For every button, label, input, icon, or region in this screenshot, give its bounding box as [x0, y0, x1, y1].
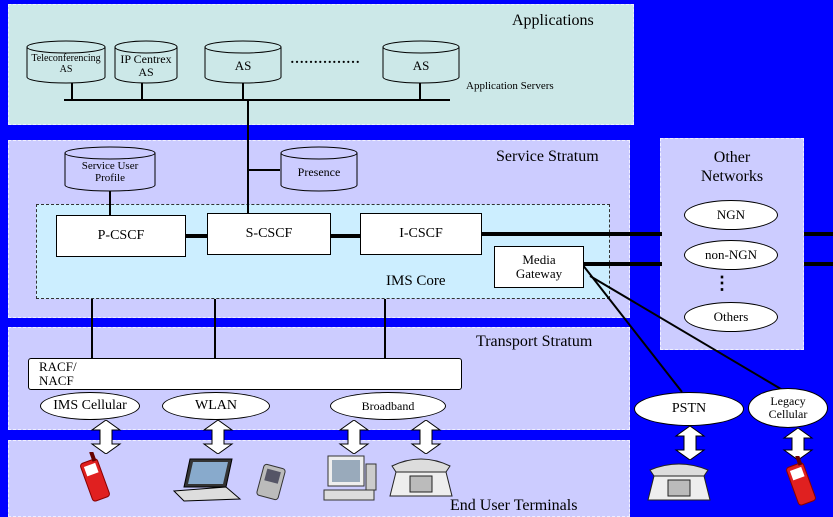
desktop-computer-icon	[323, 455, 377, 501]
ims-cellular-ellipse: IMS Cellular	[40, 392, 140, 420]
arrow-ims-cellular	[90, 420, 122, 454]
end-user-terminals-title: End User Terminals	[450, 497, 578, 514]
p-cscf-box: P-CSCF	[56, 215, 186, 257]
presence-label: Presence	[297, 165, 341, 179]
mobile-phone-icon	[80, 452, 110, 502]
service-user-profile-label: Service User Profile	[81, 160, 139, 184]
other-networks-title: Other Networks	[700, 149, 764, 186]
others-ellipse: Others	[684, 302, 778, 332]
desk-phone-icon	[389, 458, 453, 497]
legacy-cellular-ellipse: Legacy Cellular	[748, 388, 828, 428]
service-user-profile-db: Service User Profile	[64, 146, 156, 192]
media-gateway-box: Media Gateway	[494, 246, 584, 288]
presence-db: Presence	[280, 146, 358, 192]
ellipsis-dots: ……………	[290, 52, 360, 67]
as-server-2-label: AS	[412, 58, 430, 73]
applications-layer-title: Applications	[512, 12, 594, 29]
pstn-phone-icon	[647, 463, 711, 501]
as-server-2: AS	[382, 40, 460, 84]
legacy-mobile-phone-icon	[786, 456, 816, 506]
ims-core-label: IMS Core	[386, 273, 446, 289]
as-server-1: AS	[204, 40, 282, 84]
laptop-icon	[172, 458, 242, 502]
teleconferencing-as-server: Teleconferencing AS	[26, 40, 106, 84]
s-cscf-box: S-CSCF	[207, 213, 331, 255]
ip-centrex-as-label: IP Centrex AS	[120, 52, 172, 79]
transport-stratum-title: Transport Stratum	[476, 333, 593, 350]
teleconferencing-as-label: Teleconferencing AS	[31, 53, 101, 75]
broadband-ellipse: Broadband	[330, 392, 446, 420]
arrow-pstn	[674, 426, 706, 460]
as-server-1-label: AS	[234, 58, 252, 73]
ip-centrex-as-server: IP Centrex AS	[114, 40, 178, 84]
vertical-ellipsis: ⋮	[713, 273, 731, 293]
pstn-ellipse: PSTN	[634, 392, 744, 426]
arrow-legacy-cellular	[782, 428, 814, 460]
wlan-ellipse: WLAN	[162, 392, 270, 420]
i-cscf-box: I-CSCF	[360, 213, 482, 255]
non-ngn-ellipse: non-NGN	[684, 240, 778, 270]
application-servers-label: Application Servers	[466, 80, 554, 92]
arrow-wlan	[202, 420, 234, 454]
arrow-broadband-1	[338, 420, 370, 454]
pda-icon	[256, 463, 286, 501]
racf-nacf-box: RACF/ NACF	[28, 358, 462, 390]
applications-layer	[8, 4, 634, 125]
ngn-ellipse: NGN	[684, 200, 778, 230]
arrow-broadband-2	[410, 420, 442, 454]
service-stratum-title: Service Stratum	[496, 148, 599, 165]
